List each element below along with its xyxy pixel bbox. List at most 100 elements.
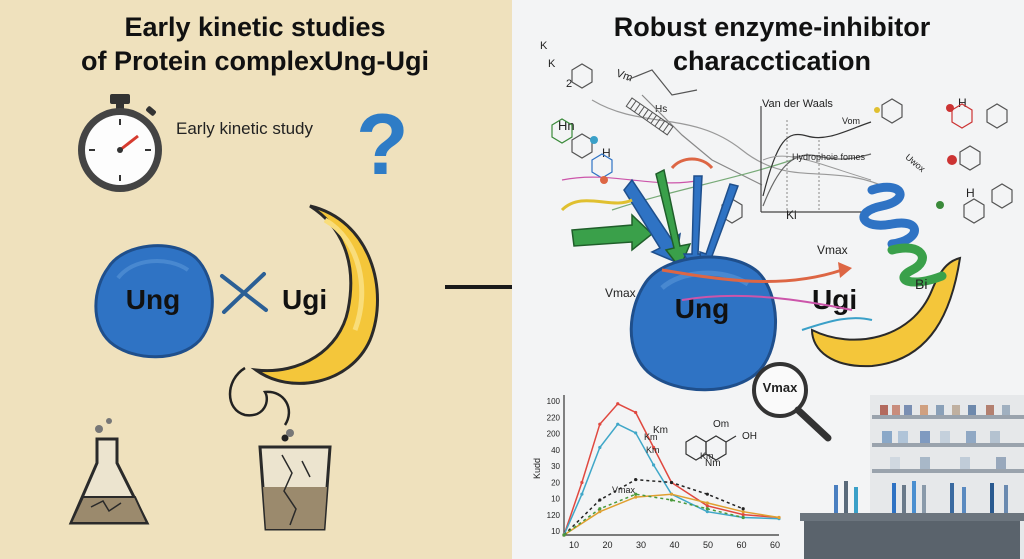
chart-annotation: Km [646,445,660,455]
stopwatch-icon [78,94,162,192]
inset-hydrophobic: Hydrophoie fomes [792,152,866,162]
scribble-hn: Hn [558,118,575,133]
molecule-nm-label: Nm [705,458,721,469]
chart-data-point [634,492,638,496]
chart-data-point [634,495,638,499]
chart-series-line [563,423,780,536]
molecule-structure-icon [685,435,737,461]
ugi-crescent [250,204,379,385]
question-mark-icon: ? [356,97,409,193]
left-title-line2: of Protein complexUng-Ugi [80,46,429,76]
right-title-line2: characctication [672,46,872,76]
chart-data-point [616,402,620,406]
right-panel: Robust enzyme-inhibitor characctication … [512,0,1024,559]
chart-data-point [651,463,656,467]
right-title-line1: Robust enzyme-inhibitor [613,12,931,42]
chart-x-tick-label: 50 [703,540,713,550]
chart-data-point [598,510,602,514]
magnifier-icon [752,362,832,442]
molecule-oh-label: OH [742,431,757,442]
beta-strands [560,157,739,276]
left-panel: Early kinetic studies of Protein complex… [0,0,512,559]
ugi-label: Ugi [282,284,328,315]
ung-label: Ung [125,284,181,315]
chart-y-tick-label: 10 [551,495,560,504]
scribble-hs: Hs [655,104,668,115]
vmax-label-left: Vmax [605,286,636,300]
chart-annotation: Vmax [612,485,636,495]
chart-data-point [705,504,709,508]
inset-ki: Ki [786,208,797,222]
chart-series-line [563,478,744,536]
scribble-k1: K [540,40,548,52]
chart-data-point [562,533,566,537]
left-title-line1: Early kinetic studies [124,12,386,42]
chart-data-point [651,445,656,450]
interaction-inset-graph [760,106,875,213]
scribble-two: 2 [566,78,573,90]
chart-data-point [598,445,602,450]
chart-x-tick-label: 40 [669,540,679,550]
chart-data-point [741,507,745,511]
scribble-h2: H [958,96,967,110]
chart-data-point [705,501,709,505]
chart-y-tick-label: 100 [547,397,561,406]
chart-data-point [669,498,674,502]
chart-series-line [563,493,744,536]
chart-data-point [741,515,745,520]
chart-data-point [634,431,638,435]
chart-y-tick-label: 200 [547,430,561,439]
chart-data-point [634,477,638,482]
chart-data-point [598,507,602,511]
magnifier-label: Vmax [762,380,798,395]
chart-annotation: Km [644,432,658,442]
scribble-k2: K [548,58,556,70]
chart-x-tick-label: 60 [736,540,746,550]
chart-x-tick-label: 10 [569,540,579,550]
molecule-om-label: Om [713,419,730,430]
scribble-h1: H [602,146,611,160]
chart-y-tick-label: 120 [547,511,561,520]
question-squiggle [228,366,291,442]
chart-annotation: Km [700,451,714,461]
chart-y-tick-label: 220 [547,413,561,422]
lab-shelves [800,395,1024,559]
chart-data-point [777,515,781,520]
chart-data-point [616,422,620,426]
scribble-h3: H [966,186,975,200]
chart-data-point [741,512,745,517]
vmax-label-right: Vmax [817,243,848,257]
bi-label: Bi [915,276,928,292]
ugi-crescent-right [810,256,962,368]
chart-data-point [634,410,638,415]
chart-y-axis-label: Kudd [532,458,542,479]
chart-y-tick-label: 20 [551,478,560,487]
chart-data-point [741,510,745,514]
chart-annotation-km: Km [653,425,668,436]
chart-y-tick-label: 30 [551,462,560,471]
binding-arrows [661,262,873,331]
chart-data-point [669,492,674,496]
chart-x-tick-label: 20 [602,540,612,550]
chart-data-point [598,422,602,426]
beaker-icon [258,429,332,531]
alpha-helix [859,182,947,287]
chart-x-tick-label: 30 [636,540,646,550]
kinetics-chart: 10 20 30 40 50 60 60 100 220 200 40 30 20 10 120 10 Kudd… [532,395,781,550]
chart-y-tick-label: 40 [551,446,560,455]
chart-y-tick-label: 10 [551,527,560,536]
molecule-km-label: Km [653,425,668,436]
chart-x-tick-label: 60 [770,540,780,550]
chart-data-point [705,510,709,514]
inset-van-der-waals: Van der Waals [762,98,833,110]
inset-vom: Vom [842,116,861,126]
chart-data-point [705,492,709,496]
chart-data-point [705,507,709,511]
chart-data-point [580,492,584,496]
chart-data-point [580,480,584,485]
stopwatch-label: Early kinetic study [176,119,313,138]
chart-data-point [669,480,674,485]
chart-series-line [563,402,780,536]
cross-icon [220,272,268,314]
